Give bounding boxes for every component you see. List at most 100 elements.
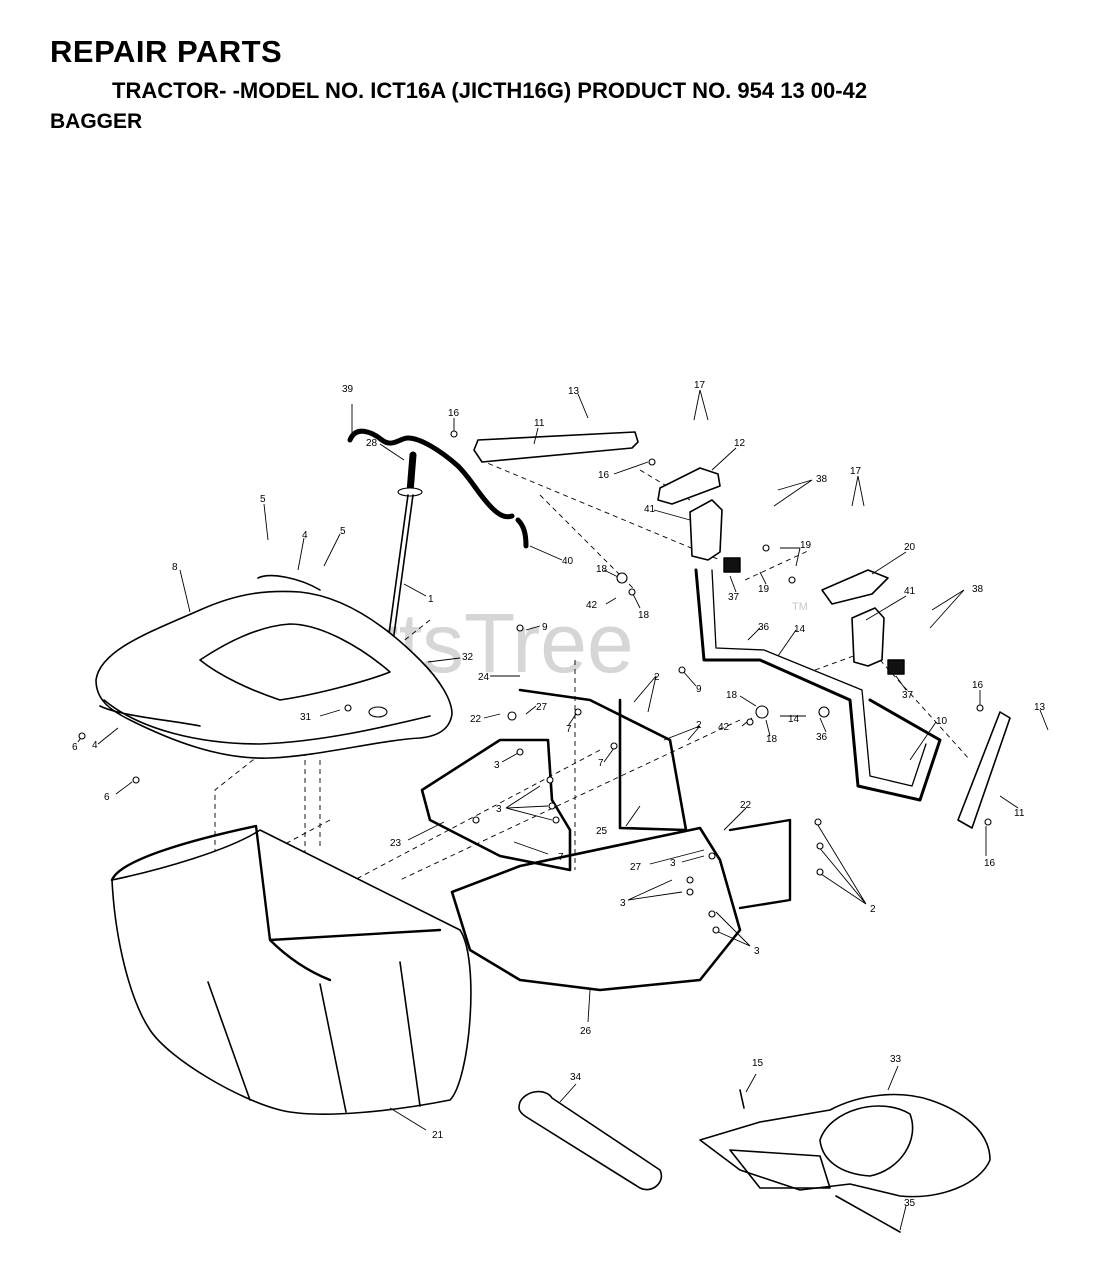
callout-19: 19 xyxy=(800,540,812,551)
bracket-11-top xyxy=(473,431,639,463)
callout-11: 11 xyxy=(534,418,545,429)
callout-18b: 18 xyxy=(638,610,650,621)
callout-3e: 3 xyxy=(754,946,760,957)
callout-4: 4 xyxy=(302,530,308,541)
callout-13b: 13 xyxy=(1034,702,1046,713)
callout-2c: 2 xyxy=(870,904,876,915)
rod-35 xyxy=(835,1195,901,1233)
callout-1: 1 xyxy=(428,594,434,605)
model-subtitle: TRACTOR- -MODEL NO. ICT16A (JICTH16G) PR… xyxy=(112,78,868,103)
callout-17b: 17 xyxy=(850,466,862,477)
callout-9b: 9 xyxy=(696,684,702,695)
leader-lines xyxy=(77,389,1049,1231)
frame-25 xyxy=(518,688,688,832)
callout-16b: 16 xyxy=(598,470,610,481)
callout-33: 33 xyxy=(890,1054,902,1065)
frame-26 xyxy=(450,826,742,992)
callout-6b: 6 xyxy=(104,792,110,803)
bag-frame-10 xyxy=(694,568,942,802)
grass-bag-21 xyxy=(111,829,472,1115)
callout-3c: 3 xyxy=(670,858,676,869)
page-title: REPAIR PARTS xyxy=(50,34,283,69)
bumper-37-upper xyxy=(723,557,741,573)
callout-18c: 18 xyxy=(726,690,738,701)
callout-41b: 41 xyxy=(904,586,916,597)
callout-12: 12 xyxy=(734,438,746,449)
section-title: BAGGER xyxy=(50,110,143,133)
mount-41-lower xyxy=(851,607,885,667)
callout-32: 32 xyxy=(462,652,474,663)
lid-handle-4-top xyxy=(257,574,321,591)
callout-35: 35 xyxy=(904,1198,916,1209)
callout-41: 41 xyxy=(644,504,656,515)
callout-36: 36 xyxy=(758,622,770,633)
callout-42: 42 xyxy=(586,600,598,611)
callout-16d: 16 xyxy=(984,858,996,869)
lid-handle-4-front xyxy=(99,705,201,727)
callout-7b: 7 xyxy=(598,758,604,769)
lift-rod-39 xyxy=(347,428,515,520)
callout-13: 13 xyxy=(568,386,580,397)
frame-22-right xyxy=(728,818,792,910)
callout-numbers: 39 13 17 16 11 12 16 38 17 28 41 19 20 5… xyxy=(72,380,1046,1209)
bag-lid-8-rim xyxy=(103,699,431,745)
callout-2b: 2 xyxy=(696,720,702,731)
lift-rod-end-40 xyxy=(515,517,529,549)
frame-23 xyxy=(420,738,572,872)
bag-lid-8-recess xyxy=(199,623,391,701)
hardware xyxy=(78,430,992,934)
watermark-trademark: TM xyxy=(792,601,808,613)
callout-7c: 7 xyxy=(558,852,564,863)
callout-16c: 16 xyxy=(972,680,984,691)
callout-31: 31 xyxy=(300,712,312,723)
callout-42b: 42 xyxy=(718,722,730,733)
bag-lid-8 xyxy=(95,590,453,759)
callout-21: 21 xyxy=(432,1130,444,1141)
callout-37b: 37 xyxy=(902,690,914,701)
callout-26: 26 xyxy=(580,1026,592,1037)
callout-27b: 27 xyxy=(630,862,642,873)
callout-36b: 36 xyxy=(816,732,828,743)
tube-34 xyxy=(518,1090,663,1191)
callout-5: 5 xyxy=(260,494,266,505)
callout-15: 15 xyxy=(752,1058,764,1069)
bumper-37-lower xyxy=(887,659,905,675)
chute-33-collar xyxy=(819,1105,914,1177)
mount-41-upper xyxy=(689,499,723,561)
grass-bag-21-frame xyxy=(110,824,442,982)
chute-33 xyxy=(699,1093,991,1198)
callout-4b: 4 xyxy=(92,740,98,751)
callout-40: 40 xyxy=(562,556,574,567)
grass-bag-21-seam xyxy=(207,961,421,1113)
callout-28: 28 xyxy=(366,438,378,449)
callout-38b: 38 xyxy=(972,584,984,595)
callout-2: 2 xyxy=(654,672,660,683)
pin-15 xyxy=(739,1089,745,1109)
chute-33-panel xyxy=(729,1149,831,1189)
callout-25: 25 xyxy=(596,826,608,837)
callout-24: 24 xyxy=(478,672,490,683)
callout-11b: 11 xyxy=(1014,808,1025,819)
callout-14b: 14 xyxy=(788,714,800,725)
callout-6: 6 xyxy=(72,742,78,753)
callout-27: 27 xyxy=(536,702,548,713)
callout-10: 10 xyxy=(936,716,948,727)
spring-grip-28 xyxy=(406,451,417,496)
callout-34: 34 xyxy=(570,1072,582,1083)
callout-38: 38 xyxy=(816,474,828,485)
callout-22: 22 xyxy=(470,714,482,725)
callout-22b: 22 xyxy=(740,800,752,811)
callout-3: 3 xyxy=(494,760,500,771)
callout-17: 17 xyxy=(694,380,706,391)
callout-18: 18 xyxy=(596,564,608,575)
bracket-12 xyxy=(657,467,721,505)
callout-9: 9 xyxy=(542,622,548,633)
callout-18d: 18 xyxy=(766,734,778,745)
callout-19b: 19 xyxy=(758,584,770,595)
callout-39: 39 xyxy=(342,384,354,395)
callout-8: 8 xyxy=(172,562,178,573)
callout-7: 7 xyxy=(566,724,572,735)
callout-37: 37 xyxy=(728,592,740,603)
callout-3b: 3 xyxy=(496,804,502,815)
